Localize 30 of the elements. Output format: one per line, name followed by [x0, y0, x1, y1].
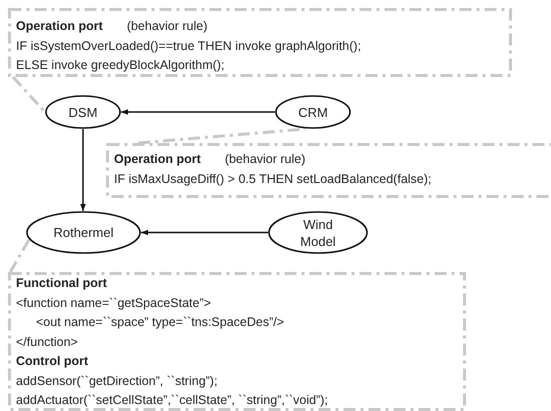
code-line: addSensor(``getDirection”, ``string”);: [16, 372, 218, 390]
code-line: <out name=``space” type=``tns:SpaceDes”/>: [36, 314, 284, 331]
code-line: ELSE invoke greedyBlockAlgorithm();: [16, 57, 224, 74]
component-ellipse: [26, 211, 141, 254]
rule-panel: [8, 8, 512, 77]
port-heading: Functional port: [16, 275, 107, 292]
port-heading: Operation port: [16, 18, 103, 35]
leader-line: [9, 238, 31, 273]
code-line: IF isMaxUsageDiff() > 0.5 THEN setLoadBalanced(false);: [114, 170, 432, 188]
code-line: </function>: [16, 334, 78, 350]
component-label: CRM: [298, 104, 328, 120]
arrow: [80, 129, 86, 211]
port-heading: Operation port: [114, 151, 201, 168]
component-ellipse: [275, 95, 351, 129]
port-heading: Control port: [16, 353, 88, 370]
code-line: IF isSystemOverLoaded()==true THEN invoke graphAlgorith();: [16, 38, 362, 55]
component-label: Wind Model: [299, 216, 337, 250]
port-note: (behavior rule): [224, 151, 306, 168]
rule-panel: [8, 272, 466, 411]
arrow: [121, 109, 275, 115]
component-label: Rothermel: [54, 224, 114, 241]
port-note: (behavior rule): [126, 18, 208, 35]
rule-panel: [106, 143, 551, 198]
arrow: [141, 230, 268, 236]
component-label: DSM: [68, 104, 98, 120]
code-line: addActuator(``setCellState”,``cellState”, ``string”,``void”);: [16, 392, 328, 409]
component-ellipse: [45, 95, 121, 129]
leader-line: [12, 76, 46, 114]
component-ellipse: [268, 211, 368, 254]
code-line: <function name=``getSpaceState”>: [16, 294, 211, 312]
